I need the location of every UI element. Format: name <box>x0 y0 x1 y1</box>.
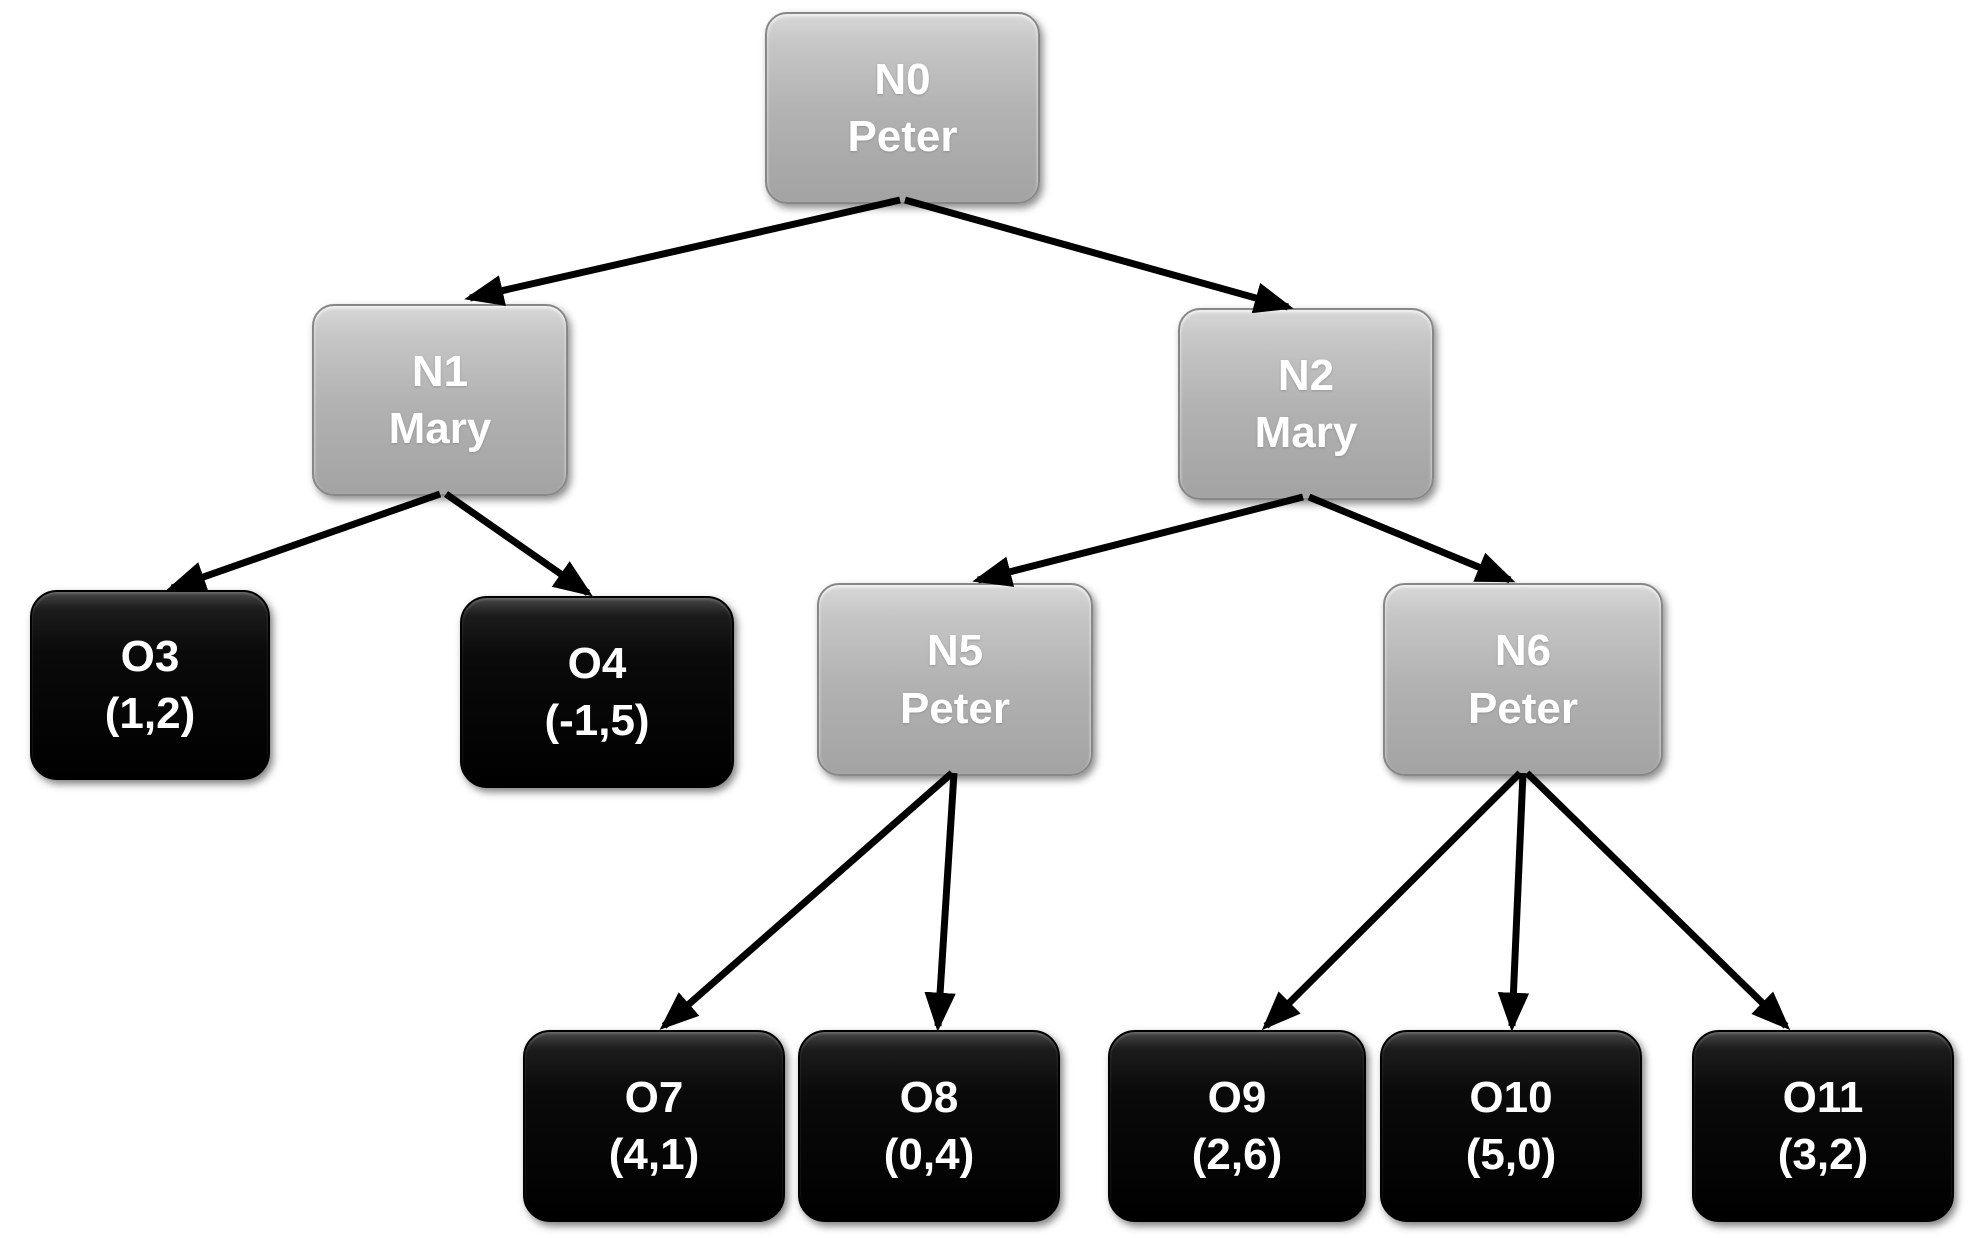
tree-node-o8: O8 (0,4) <box>798 1030 1060 1222</box>
node-id-label: O9 <box>1207 1072 1267 1122</box>
node-id-label: O4 <box>567 638 627 688</box>
node-id-label: N0 <box>874 54 931 104</box>
node-id-label: N6 <box>1494 626 1552 676</box>
edge-n5-o8 <box>924 772 958 1032</box>
tree-node-o11: O11 (3,2) <box>1692 1030 1954 1222</box>
node-id-label: N5 <box>926 626 984 676</box>
edge-n6-o10 <box>1497 772 1530 1032</box>
tree-node-n0: N0 Peter <box>765 12 1040 204</box>
node-name-label: Mary <box>1254 408 1358 457</box>
node-id-label: O8 <box>899 1072 959 1122</box>
tree-node-o7: O7 (4,1) <box>523 1030 785 1222</box>
tree-node-o10: O10 (5,0) <box>1380 1030 1642 1222</box>
node-id-label: N1 <box>411 346 469 396</box>
node-value-label: (1,2) <box>104 689 196 738</box>
node-id-label: N2 <box>1277 350 1335 400</box>
edge-n6-o11 <box>1524 770 1791 1031</box>
node-id-label: O3 <box>120 631 180 681</box>
tree-node-n5: N5 Peter <box>817 583 1093 776</box>
edge-n0-n1 <box>464 196 901 306</box>
node-name-label: Mary <box>388 404 492 453</box>
node-id-label: O10 <box>1469 1072 1553 1122</box>
edge-n1-o3 <box>166 490 442 592</box>
node-id-label: O7 <box>624 1072 684 1122</box>
node-value-label: (-1,5) <box>544 696 650 745</box>
tree-node-o4: O4 (-1,5) <box>460 596 734 788</box>
node-value-label: (5,0) <box>1465 1130 1557 1179</box>
node-value-label: (3,2) <box>1777 1130 1869 1179</box>
node-name-label: Peter <box>1467 683 1579 733</box>
tree-node-o9: O9 (2,6) <box>1108 1030 1366 1222</box>
node-name-label: Peter <box>899 683 1011 733</box>
node-value-label: (4,1) <box>608 1130 700 1179</box>
tree-node-n2: N2 Mary <box>1178 308 1434 500</box>
node-value-label: (0,4) <box>883 1130 975 1179</box>
tree-node-o3: O3 (1,2) <box>30 590 270 780</box>
node-id-label: O11 <box>1782 1072 1864 1122</box>
edge-n0-n2 <box>904 196 1294 314</box>
tree-node-n6: N6 Peter <box>1383 583 1663 776</box>
edge-n2-n6 <box>1307 493 1516 584</box>
node-value-label: (2,6) <box>1191 1130 1283 1179</box>
edge-n1-o4 <box>443 491 593 597</box>
node-name-label: Peter <box>847 112 958 161</box>
edge-n2-n5 <box>972 493 1304 587</box>
edge-n5-o7 <box>659 770 955 1030</box>
edge-n6-o9 <box>1261 770 1523 1031</box>
tree-node-n1: N1 Mary <box>312 304 568 496</box>
